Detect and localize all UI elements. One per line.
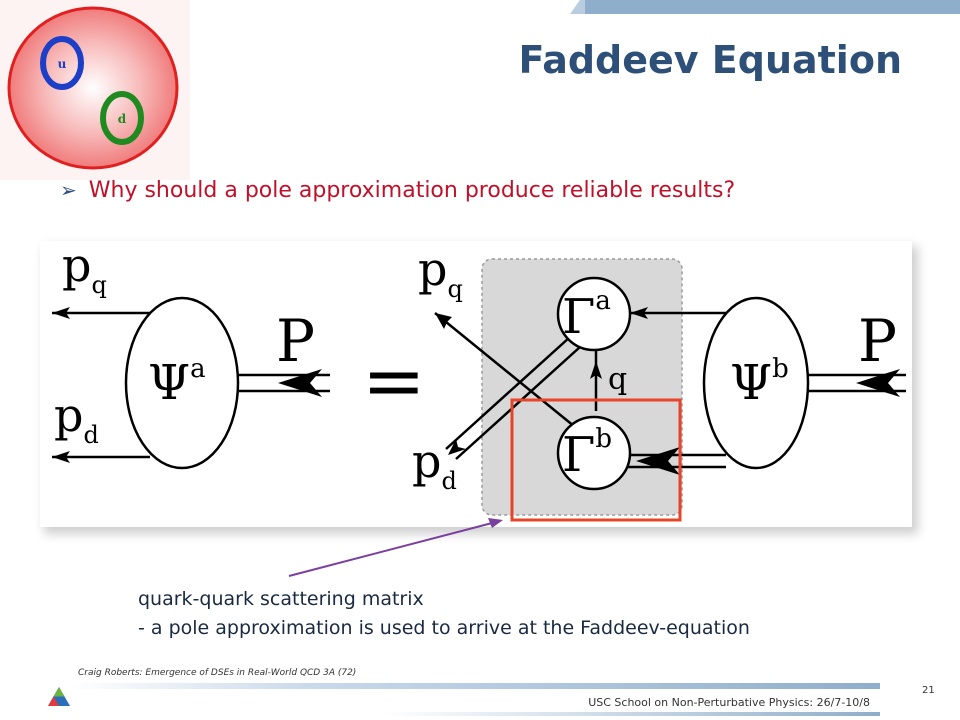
kernel-shaded-region	[481, 258, 683, 516]
page-number: 21	[922, 685, 935, 696]
footer-rule-lower	[380, 712, 880, 716]
rhs-momentum-quark: pq	[418, 242, 463, 303]
rhs-diagram: pq pd Γa Γb q Ψb P	[412, 242, 906, 522]
lhs-momentum-diquark: pd	[54, 388, 99, 449]
diquark-amplitude-top: Γa	[562, 286, 611, 345]
scattering-matrix-highlight	[510, 398, 682, 522]
rhs-faddeev-amplitude: Ψb	[730, 354, 789, 411]
bullet-text: Why should a pole approximation produce …	[88, 178, 736, 203]
equals-sign: =	[362, 336, 426, 425]
faddeev-diagram-panel: pq pd Ψa P = pq	[40, 238, 912, 527]
quark-d-label: d	[118, 112, 127, 126]
exchanged-quark-momentum: q	[608, 362, 627, 397]
lhs-momentum-quark: pq	[62, 241, 107, 299]
rhs-momentum-diquark: pd	[412, 434, 457, 495]
bullet-point: ➢ Why should a pole approximation produce…	[60, 178, 735, 203]
argonne-logo-icon	[48, 687, 70, 706]
footer-rule	[70, 683, 880, 689]
quark-u-label: u	[58, 57, 67, 71]
header-accent-bar	[585, 0, 960, 14]
lhs-diagram: pq pd Ψa P	[52, 238, 330, 470]
note-line-2: - a pole approximation is used to arrive…	[138, 617, 750, 639]
quark-d-ring	[100, 91, 144, 145]
note-line-1: quark-quark scattering matrix	[138, 588, 424, 610]
diquark-amplitude-bottom: Γb	[562, 424, 612, 483]
rhs-total-momentum: P	[858, 307, 897, 375]
citation: Craig Roberts: Emergence of DSEs in Real…	[78, 668, 357, 678]
faddeev-diagram: pq pd Ψa P = pq	[52, 238, 906, 522]
scattering-matrix-note: quark-quark scattering matrix - a pole a…	[138, 585, 750, 643]
quark-u-ring	[40, 36, 84, 90]
diquark-logo: u d	[0, 0, 190, 180]
footer-text: USC School on Non-Perturbative Physics: …	[588, 696, 870, 709]
lhs-faddeev-amplitude: Ψa	[148, 354, 206, 411]
slide-title: Faddeev Equation	[518, 38, 902, 82]
bullet-arrow-icon: ➢	[60, 178, 77, 202]
lhs-total-momentum: P	[276, 307, 315, 375]
